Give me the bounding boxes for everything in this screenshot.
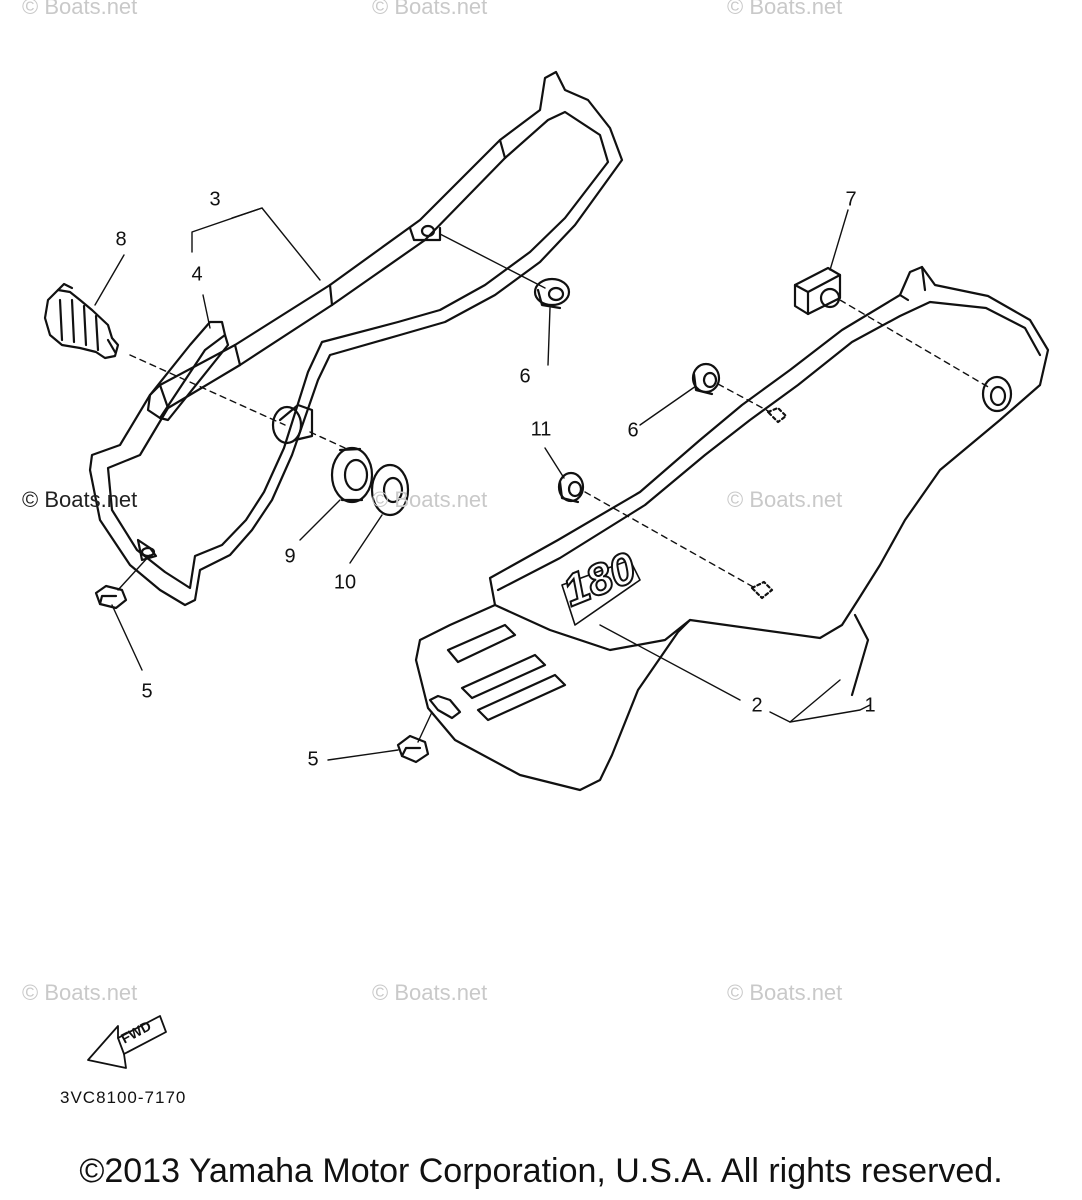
part-7-clip: [793, 266, 842, 316]
watermark: © Boats.net: [727, 487, 843, 512]
callout-7: 7: [845, 188, 857, 211]
callout-8: 8: [115, 228, 127, 251]
watermark: © Boats.net: [22, 487, 138, 512]
callout-6: 6: [519, 365, 531, 388]
callout-9: 9: [284, 545, 296, 568]
right-side-cover: [414, 265, 1050, 792]
callout-10: 10: [333, 571, 357, 594]
callout-1: 1: [864, 694, 876, 717]
callout-11: 11: [530, 418, 552, 441]
watermark: © Boats.net: [727, 0, 843, 19]
copyright-notice: ©2013 Yamaha Motor Corporation, U.S.A. A…: [79, 1152, 1003, 1190]
watermark: © Boats.net: [22, 0, 138, 19]
callout-5: 5: [307, 748, 319, 771]
part-5-grommet-right: [396, 734, 430, 764]
callout-4: 4: [191, 263, 203, 286]
watermark: © Boats.net: [22, 980, 138, 1005]
part-8-lock: [43, 282, 120, 360]
assembly-lines: [117, 233, 991, 743]
part-6-grommet-upper: [533, 277, 571, 310]
watermark: © Boats.net: [727, 980, 843, 1005]
watermark: © Boats.net: [372, 980, 488, 1005]
part-4-bracket: [146, 320, 230, 422]
diagram-part-code: 3VC8100-7170: [60, 1088, 187, 1107]
leader-lines: [94, 207, 871, 761]
vent-slot: [446, 623, 567, 722]
watermark: © Boats.net: [372, 0, 488, 19]
callout-5: 5: [141, 680, 153, 703]
part-6-grommet-right: [691, 362, 721, 396]
watermark: © Boats.net: [372, 487, 488, 512]
part-2-emblem: [561, 559, 641, 626]
part-9-collar: [330, 446, 374, 504]
part-10-washer: [370, 463, 410, 517]
part-5-grommet-left: [94, 584, 128, 610]
callout-3: 3: [209, 188, 221, 211]
part-11-grommet: [557, 471, 585, 504]
fwd-arrow-icon: [87, 1015, 167, 1069]
callout-2: 2: [751, 694, 763, 717]
callout-6: 6: [627, 419, 639, 442]
left-side-cover: [88, 70, 624, 607]
